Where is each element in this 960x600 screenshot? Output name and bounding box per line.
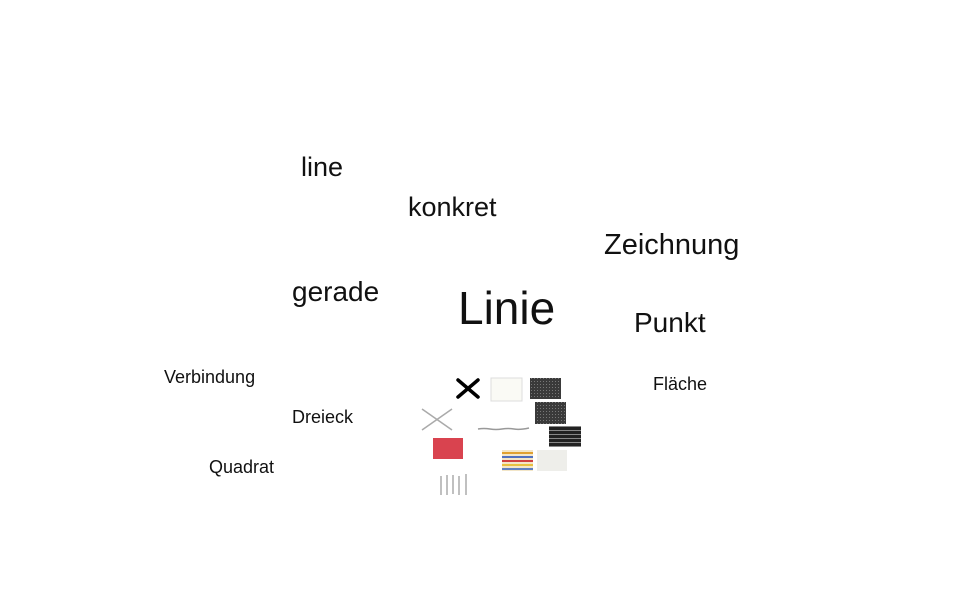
word-konkret: konkret <box>408 192 497 222</box>
word-flaeche: Fläche <box>653 374 708 394</box>
word-line: line <box>301 152 344 182</box>
word-zeichnung: Zeichnung <box>604 229 740 261</box>
word-quadrat: Quadrat <box>209 457 275 477</box>
light-texture-swatch <box>537 450 567 471</box>
word-linie: Linie <box>458 282 556 334</box>
drawing-samples-cluster <box>421 377 581 495</box>
black-x-mark <box>456 378 480 399</box>
vertical-lines-mark <box>440 474 467 495</box>
dark-striped-swatch <box>549 426 581 447</box>
dark-hatch-swatch-1 <box>530 378 561 399</box>
white-paper-swatch <box>490 377 523 402</box>
word-gerade: gerade <box>292 276 380 307</box>
red-square-swatch <box>433 438 463 459</box>
grey-x-mark <box>421 408 453 431</box>
dark-hatch-swatch-2 <box>535 402 566 424</box>
word-punkt: Punkt <box>634 307 706 338</box>
colored-stripes-swatch <box>502 450 533 471</box>
wavy-line <box>477 427 530 431</box>
word-dreieck: Dreieck <box>292 407 354 427</box>
word-verbindung: Verbindung <box>164 367 256 387</box>
